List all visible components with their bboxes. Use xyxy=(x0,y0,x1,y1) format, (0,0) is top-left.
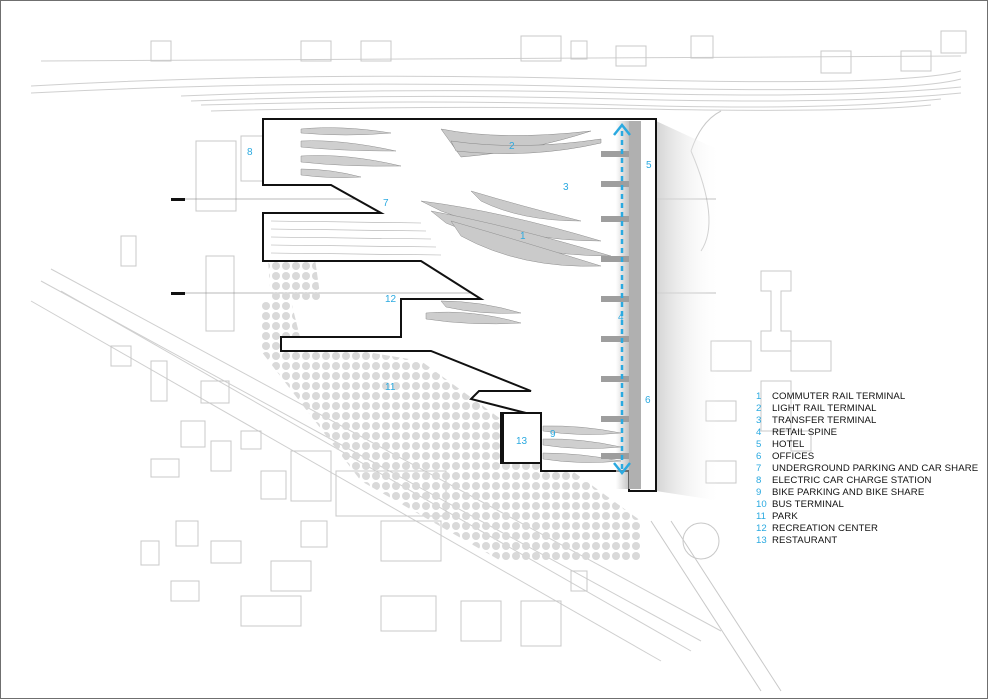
legend-label: UNDERGROUND PARKING AND CAR SHARE xyxy=(772,463,979,474)
legend-item: 9 BIKE PARKING AND BIKE SHARE xyxy=(756,487,981,499)
legend-item: 12 RECREATION CENTER xyxy=(756,523,981,535)
callout-2: 2 xyxy=(509,141,515,152)
legend-label: COMMUTER RAIL TERMINAL xyxy=(772,391,906,402)
legend-number: 4 xyxy=(756,427,762,438)
callout-11: 11 xyxy=(385,382,396,393)
legend-number: 2 xyxy=(756,403,762,414)
legend-number: 6 xyxy=(756,451,762,462)
legend-number: 13 xyxy=(756,535,767,546)
callout-8: 8 xyxy=(247,147,253,158)
legend-label: HOTEL xyxy=(772,439,805,450)
callout-5: 5 xyxy=(646,160,652,171)
program-callouts: 1 2 3 4 5 6 7 8 9 11 12 13 xyxy=(247,141,652,447)
legend-label: BIKE PARKING AND BIKE SHARE xyxy=(772,487,925,498)
legend-label: TRANSFER TERMINAL xyxy=(772,415,877,426)
legend-number: 11 xyxy=(756,511,766,522)
legend-label: RECREATION CENTER xyxy=(772,523,878,534)
callout-12: 12 xyxy=(385,294,397,305)
callout-1: 1 xyxy=(520,231,526,242)
legend-number: 12 xyxy=(756,523,767,534)
legend-number: 9 xyxy=(756,487,762,498)
callout-6: 6 xyxy=(645,395,651,406)
legend-number: 10 xyxy=(756,499,767,510)
legend-item: 6 OFFICES xyxy=(756,451,981,463)
legend-number: 7 xyxy=(756,463,762,474)
legend-item: 10 BUS TERMINAL xyxy=(756,499,981,511)
station-complex xyxy=(262,118,657,492)
legend-item: 13 RESTAURANT xyxy=(756,535,981,547)
context-church xyxy=(650,110,832,692)
building-shadow xyxy=(656,121,721,501)
legend-number: 8 xyxy=(756,475,762,486)
legend-item: 8 ELECTRIC CAR CHARGE STATION xyxy=(756,475,981,487)
program-legend: 1 COMMUTER RAIL TERMINAL 2 LIGHT RAIL TERMI… xyxy=(756,391,981,547)
legend-label: BUS TERMINAL xyxy=(772,499,844,510)
legend-item: 11 PARK xyxy=(756,511,981,523)
legend-item: 2 LIGHT RAIL TERMINAL xyxy=(756,403,981,415)
legend-item: 5 HOTEL xyxy=(756,439,981,451)
context-buildings xyxy=(110,30,967,647)
callout-3: 3 xyxy=(563,182,569,193)
legend-label: PARK xyxy=(772,511,798,522)
callout-7: 7 xyxy=(383,198,389,209)
legend-item: 1 COMMUTER RAIL TERMINAL xyxy=(756,391,981,403)
legend-label: LIGHT RAIL TERMINAL xyxy=(772,403,877,414)
rail-corridor xyxy=(30,55,962,112)
legend-label: ELECTRIC CAR CHARGE STATION xyxy=(772,475,932,486)
legend-label: OFFICES xyxy=(772,451,815,462)
legend-label: RESTAURANT xyxy=(772,535,838,546)
legend-item: 3 TRANSFER TERMINAL xyxy=(756,415,981,427)
legend-label: RETAIL SPINE xyxy=(772,427,838,438)
legend-number: 1 xyxy=(756,391,762,402)
callout-9: 9 xyxy=(550,429,556,440)
callout-4: 4 xyxy=(618,312,624,323)
legend-number: 3 xyxy=(756,415,762,426)
legend-item: 7 UNDERGROUND PARKING AND CAR SHARE xyxy=(756,463,981,475)
callout-13: 13 xyxy=(516,436,528,447)
legend-item: 4 RETAIL SPINE xyxy=(756,427,981,439)
legend-number: 5 xyxy=(756,439,762,450)
